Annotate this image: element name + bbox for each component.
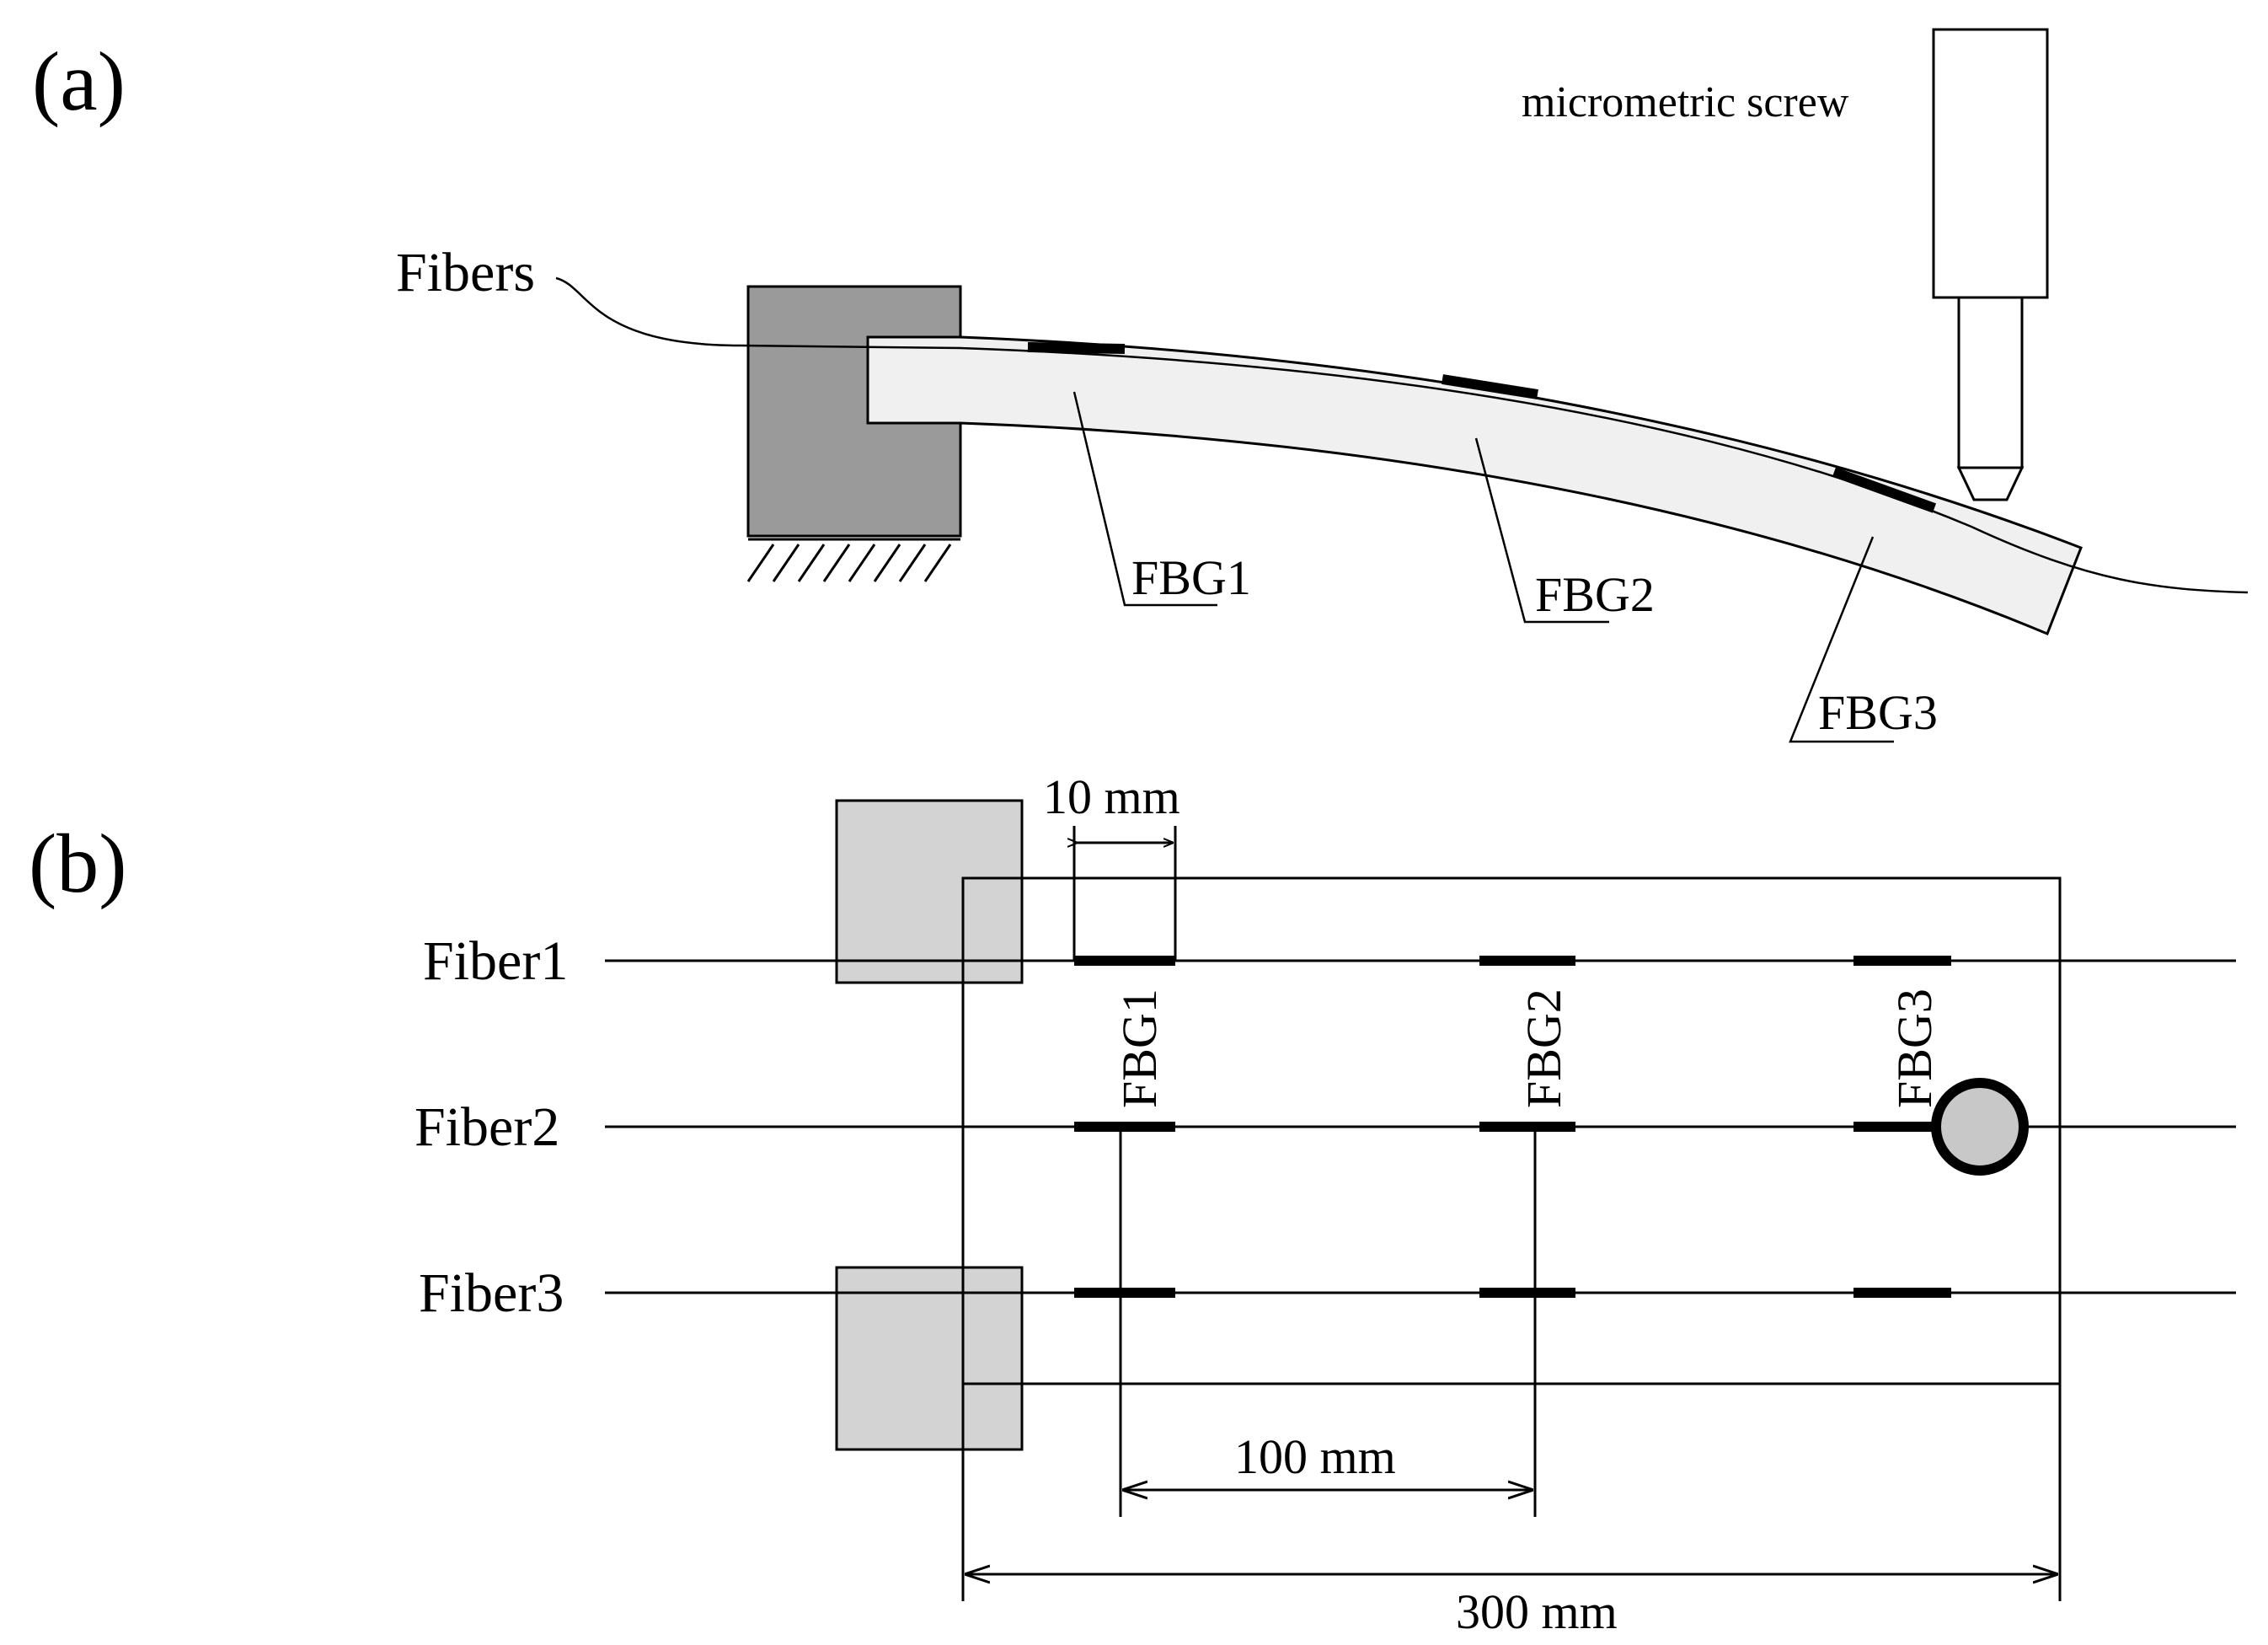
beam-length-label: 300 mm xyxy=(1456,1584,1618,1639)
beam-top-view xyxy=(961,876,2062,1385)
fbg3-label: FBG3 xyxy=(1818,685,1938,740)
clamp-bottom xyxy=(835,1266,1024,1451)
fbg1-grating xyxy=(1027,342,1126,354)
fbg3-column-label: FBG3 xyxy=(1887,989,1942,1108)
clamp-top xyxy=(835,799,1024,984)
fiber2-label: Fiber2 xyxy=(415,1096,559,1158)
grating-length-label: 10 mm xyxy=(1043,769,1180,824)
optical-fiber xyxy=(555,276,2249,594)
micrometric-screw xyxy=(1932,28,2049,501)
fiber3-label: Fiber3 xyxy=(419,1262,564,1324)
beam-length-dimension xyxy=(961,1384,2062,1601)
micrometric-screw-label: micrometric screw xyxy=(1522,78,1849,126)
panel-a-label: (a) xyxy=(32,35,126,128)
bent-beam xyxy=(866,335,2083,635)
load-point xyxy=(1931,1078,2029,1176)
panel-b-label: (b) xyxy=(29,817,127,910)
fbg2-label: FBG2 xyxy=(1535,567,1655,622)
fbg1-label: FBG1 xyxy=(1131,550,1251,605)
panel-a: (a) Fibers micrometric scre xyxy=(32,28,2249,743)
fbg2-column-label: FBG2 xyxy=(1516,989,1571,1108)
ground-hatch xyxy=(746,538,960,582)
panel-b: (b) Fiber1 Fiber2 Fiber3 FBG1 FBG2 FBG3 xyxy=(29,769,2236,1639)
fbg3-grating xyxy=(1832,467,1937,513)
fbg1-column-label: FBG1 xyxy=(1112,989,1167,1108)
fibers-label: Fibers xyxy=(396,242,535,303)
fbg2-grating xyxy=(1442,374,1538,399)
fiber1-label: Fiber1 xyxy=(423,930,568,992)
fbg3-callout: FBG3 xyxy=(1789,536,1938,743)
grating-spacing-label: 100 mm xyxy=(1234,1429,1396,1484)
fbg-gratings xyxy=(1074,956,1951,1298)
fbg2-callout: FBG2 xyxy=(1474,437,1655,624)
grating-spacing-dimension xyxy=(1119,1127,1537,1517)
fbg1-callout: FBG1 xyxy=(1072,391,1251,607)
grating-length-dimension xyxy=(1074,826,1177,961)
